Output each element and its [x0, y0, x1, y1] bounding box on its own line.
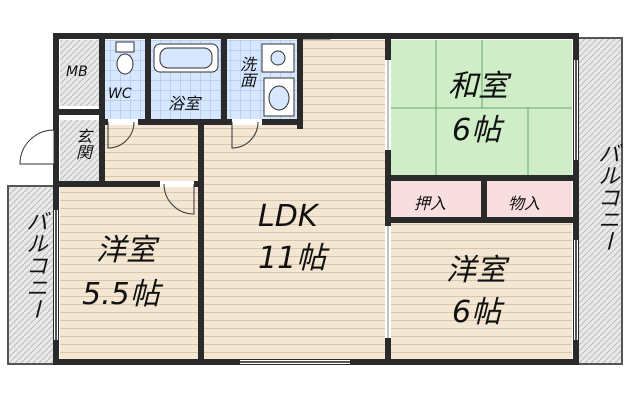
ldk-room	[204, 124, 386, 360]
balcony-left-label: バルコニー	[22, 210, 47, 320]
windows	[54, 60, 578, 364]
doors	[19, 60, 391, 338]
western-room-2	[390, 222, 572, 360]
entrance-label: 玄関	[73, 128, 92, 160]
washitsu-label: 和室	[448, 69, 508, 104]
toilet-icon	[115, 41, 135, 75]
entrance-room	[60, 120, 100, 182]
western-room-1	[60, 186, 198, 360]
wc-room	[104, 40, 146, 120]
oshiire-label: 押入	[414, 194, 447, 213]
wc-label: WC	[108, 86, 132, 102]
western-room-1-size: 5.5帖	[82, 277, 160, 312]
western-room-2-size: 6帖	[452, 295, 502, 330]
ldk-label: LDK	[258, 199, 318, 234]
bathtub-icon	[153, 43, 219, 73]
monoire-closet	[486, 180, 572, 218]
western-room-1-label: 洋室	[96, 233, 156, 268]
washroom-label: 洗面	[237, 56, 256, 88]
ldk-size: 11帖	[258, 241, 327, 276]
western-room-2-label: 洋室	[446, 253, 506, 288]
monoire-label: 物入	[508, 194, 541, 213]
hallway	[100, 124, 198, 182]
bath-label: 浴室	[168, 94, 201, 113]
mb-label: MB	[66, 64, 88, 80]
washitsu-size: 6帖	[452, 113, 502, 148]
oshiire-closet	[390, 180, 482, 218]
mb-room	[60, 40, 100, 106]
balcony-left	[7, 185, 55, 365]
balcony-right-label: バルコニー	[594, 142, 619, 252]
sink-icon	[263, 77, 295, 117]
washing-machine-icon	[261, 43, 295, 73]
